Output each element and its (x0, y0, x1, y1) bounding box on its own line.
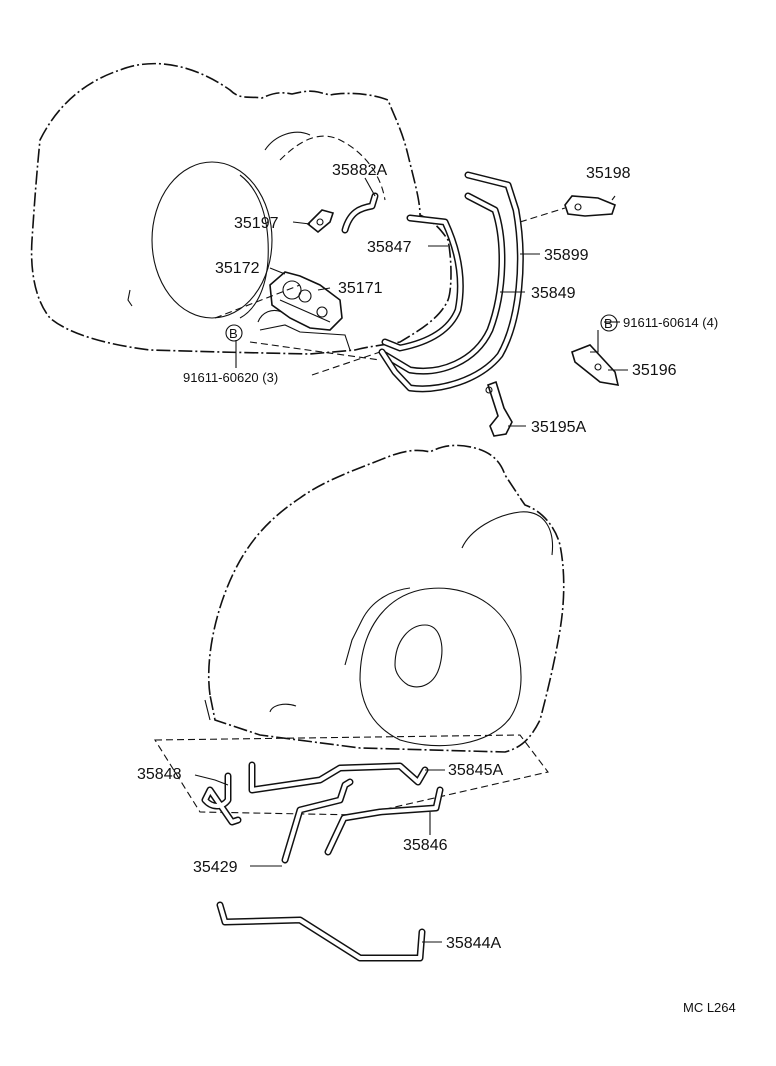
lower-mount-plane (154, 734, 549, 816)
label-35849: 35849 (531, 285, 576, 302)
bolt-symbol-label: B (229, 326, 238, 341)
label-35196: 35196 (632, 362, 677, 379)
mount-plane-lines (214, 284, 381, 376)
label-35198: 35198 (586, 165, 631, 182)
label-35844A: 35844A (446, 935, 501, 952)
label-35845A: 35845A (448, 762, 503, 779)
bracket-35197 (306, 209, 335, 234)
bolt-symbol-label: B (604, 316, 613, 331)
label-35882A: 35882A (332, 162, 387, 179)
upper-transmission-housing (30, 62, 452, 355)
bracket-35198 (519, 195, 616, 223)
oil-cooler-tubes-upper (378, 171, 524, 393)
label-35848: 35848 (137, 766, 182, 783)
bracket-35195A (485, 380, 513, 437)
valve-assembly-35171 (269, 271, 343, 331)
oil-cooler-tubes-lower (201, 761, 444, 962)
label-35195A: 35195A (531, 419, 586, 436)
label-35197: 35197 (234, 215, 279, 232)
diagram-code: MC L264 (683, 1000, 736, 1015)
part-labels: 35882A 35198 35197 35847 35899 35172 351… (137, 162, 736, 1015)
bolt-symbol-1: B (225, 324, 243, 342)
label-91611-60620: 91611-60620 (3) (183, 370, 278, 385)
bolt-symbol-2: B (600, 314, 618, 332)
lower-transmission-housing (204, 444, 565, 753)
label-35847: 35847 (367, 239, 412, 256)
label-91611-60614: 91611-60614 (4) (623, 315, 718, 330)
leader-lines (194, 177, 628, 943)
pipe-35882A (341, 192, 379, 234)
label-35899: 35899 (544, 247, 589, 264)
label-35172: 35172 (215, 260, 260, 277)
label-35171: 35171 (338, 280, 383, 297)
bracket-35196 (571, 344, 620, 386)
label-35846: 35846 (403, 837, 448, 854)
label-35429: 35429 (193, 859, 238, 876)
